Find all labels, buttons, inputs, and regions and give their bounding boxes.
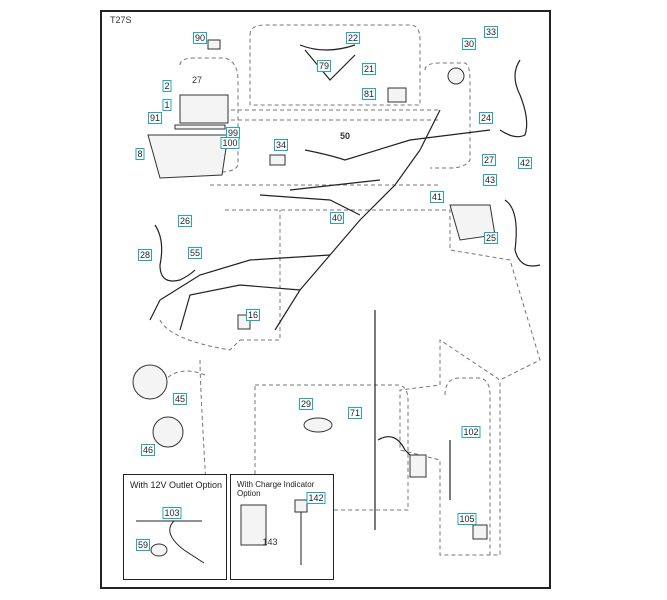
engine-region xyxy=(254,384,409,511)
callout-81: 81 xyxy=(361,88,377,100)
callout-100: 100 xyxy=(220,137,240,149)
lower-region xyxy=(444,377,491,555)
connector-105-icon xyxy=(472,524,488,540)
inset-12v-outlet: With 12V Outlet Option xyxy=(123,474,227,580)
regulator-icon xyxy=(409,454,427,478)
dash-region xyxy=(210,109,440,186)
hold-down-icon xyxy=(174,124,226,130)
hour-meter-icon xyxy=(132,364,168,400)
callout-1: 1 xyxy=(162,99,172,111)
frame-region xyxy=(225,209,541,556)
harness-branch-2 xyxy=(179,284,301,331)
cable-28 xyxy=(154,224,196,282)
callout-102: 102 xyxy=(461,426,481,438)
callout-28: 28 xyxy=(137,249,153,261)
callout-30: 30 xyxy=(461,38,477,50)
callout-40: 40 xyxy=(329,212,345,224)
callout-105: 105 xyxy=(457,513,477,525)
diagram-code: T27S xyxy=(110,15,132,25)
callout-71: 71 xyxy=(347,407,363,419)
callout-29: 29 xyxy=(298,398,314,410)
wire-71-branch xyxy=(377,436,421,466)
wire-dash xyxy=(259,109,491,216)
callout-33: 33 xyxy=(483,26,499,38)
inset-title: With 12V Outlet Option xyxy=(130,480,223,490)
label-50: 50 xyxy=(339,131,351,141)
callout-43: 43 xyxy=(482,174,498,186)
fuel-gauge-icon xyxy=(152,416,184,448)
callout-103: 103 xyxy=(162,507,182,519)
cable-24 xyxy=(499,59,528,138)
harness-branch xyxy=(149,254,331,321)
label-27: 27 xyxy=(191,75,203,85)
outlet-harness-drawing xyxy=(136,520,205,564)
callout-8: 8 xyxy=(135,148,145,160)
callout-45: 45 xyxy=(172,393,188,405)
callout-16: 16 xyxy=(245,309,261,321)
callout-90: 90 xyxy=(192,32,208,44)
inset-charge-indicator: With Charge Indicator Option xyxy=(230,474,334,580)
diagram-frame xyxy=(100,10,551,589)
charge-indicator-drawing xyxy=(240,499,308,565)
callout-27: 27 xyxy=(481,154,497,166)
wire-upper xyxy=(299,44,356,81)
callout-25: 25 xyxy=(483,232,499,244)
battery-icon xyxy=(179,94,229,124)
main-harness xyxy=(274,149,421,331)
callout-26: 26 xyxy=(177,215,193,227)
ignition-switch-icon xyxy=(447,67,465,85)
callout-55: 55 xyxy=(187,247,203,259)
inset-title: With Charge Indicator Option xyxy=(237,480,315,498)
callout-46: 46 xyxy=(140,444,156,456)
battery-tray-icon xyxy=(147,134,229,179)
callout-79: 79 xyxy=(316,60,332,72)
seat-region xyxy=(249,24,421,106)
callout-24: 24 xyxy=(478,112,494,124)
callout-142: 142 xyxy=(306,492,326,504)
connector-34-icon xyxy=(269,154,286,166)
callout-34: 34 xyxy=(273,139,289,151)
ignition-region xyxy=(424,62,471,169)
battery-region xyxy=(179,57,239,173)
callout-2: 2 xyxy=(162,80,172,92)
callout-91: 91 xyxy=(147,112,163,124)
callout-59: 59 xyxy=(135,539,151,551)
label-143: 143 xyxy=(262,537,278,547)
callout-41: 41 xyxy=(429,191,445,203)
sensor-29-icon xyxy=(303,417,333,433)
callout-22: 22 xyxy=(345,32,361,44)
relay-81-icon xyxy=(387,87,407,103)
callout-21: 21 xyxy=(361,63,377,75)
cable-25 xyxy=(504,199,541,267)
callout-42: 42 xyxy=(517,157,533,169)
bracket-90-icon xyxy=(207,39,221,50)
